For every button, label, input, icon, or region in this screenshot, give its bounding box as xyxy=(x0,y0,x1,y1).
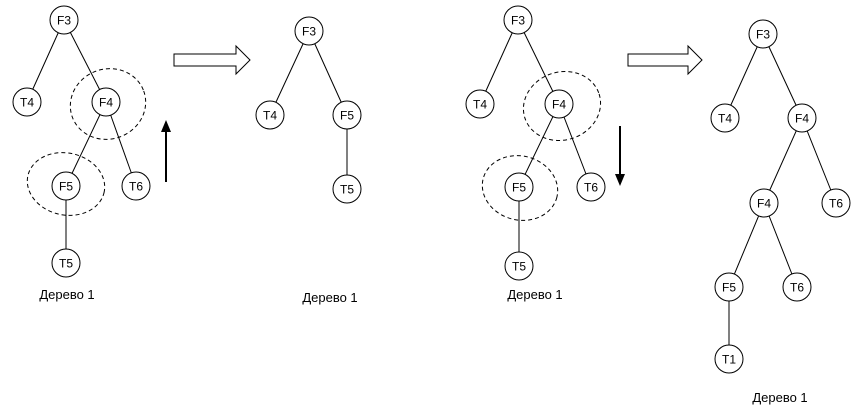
node-label: F4 xyxy=(795,112,809,126)
tree-node: T4 xyxy=(465,89,495,119)
transform-arrow-right-icon xyxy=(173,44,251,76)
tree-node: T1 xyxy=(714,344,744,374)
tree-node: F3 xyxy=(49,5,79,35)
node-label: T4 xyxy=(20,96,34,110)
tree-node: F3 xyxy=(503,5,533,35)
edge-f4-t6 xyxy=(763,202,798,288)
node-label: F3 xyxy=(511,14,525,28)
tree-node: T4 xyxy=(710,103,740,133)
tree-node: F4 xyxy=(91,87,121,117)
tree-node: T6 xyxy=(576,172,606,202)
node-label: F4 xyxy=(99,96,113,110)
edge-f3-f4 xyxy=(762,33,803,119)
edge-f3-t4 xyxy=(26,19,65,103)
edge-f3-f5 xyxy=(308,30,348,116)
tree-node: F5 xyxy=(714,272,744,302)
node-label: F5 xyxy=(340,109,354,123)
edge-f4-f4 xyxy=(763,117,803,204)
tree-node: F4 xyxy=(749,188,779,218)
edge-f4-t6 xyxy=(558,103,592,188)
node-label: F3 xyxy=(302,25,316,39)
node-label: F3 xyxy=(57,14,71,28)
edge-f4-t6 xyxy=(801,117,837,204)
node-label: F5 xyxy=(512,181,526,195)
tree-1: F3 T4 F4 F5 T6 T5 Дерево 1 xyxy=(12,5,171,302)
node-label: T5 xyxy=(340,183,354,197)
tree-node: F3 xyxy=(748,19,778,49)
arrow-down-icon xyxy=(615,126,625,186)
tree-node: T5 xyxy=(332,174,362,204)
node-label: T4 xyxy=(263,109,277,123)
tree-node: F4 xyxy=(787,103,817,133)
edge-f4-f5 xyxy=(728,202,765,288)
node-label: T6 xyxy=(829,197,843,211)
tree-node: F3 xyxy=(294,16,324,46)
node-label: T4 xyxy=(473,98,487,112)
tree-3-caption: Дерево 1 xyxy=(507,287,562,302)
tree-node: T5 xyxy=(51,248,81,278)
node-label: F5 xyxy=(722,281,736,295)
node-label: F5 xyxy=(59,180,73,194)
edge-f4-f5 xyxy=(518,103,560,188)
tree-3: F3 T4 F4 F5 T6 T5 Дерево 1 xyxy=(465,5,625,302)
tree-1-caption: Дерево 1 xyxy=(39,287,94,302)
tree-2-caption: Дерево 1 xyxy=(302,290,357,305)
node-label: T6 xyxy=(790,281,804,295)
tree-node: T6 xyxy=(782,272,812,302)
edge-f4-f5 xyxy=(65,101,107,187)
tree-1-edges xyxy=(26,19,137,263)
tree-node: T4 xyxy=(255,100,285,130)
node-label: F3 xyxy=(756,28,770,42)
edge-f3-t4 xyxy=(479,19,519,105)
highlight-ellipse-f5 xyxy=(26,152,106,216)
edge-f4-t6 xyxy=(105,101,137,187)
node-label: T1 xyxy=(722,353,736,367)
tree-node: T5 xyxy=(504,251,534,281)
tree-node: T6 xyxy=(121,171,151,201)
tree-node: T4 xyxy=(12,87,42,117)
node-label: T5 xyxy=(59,257,73,271)
node-label: T6 xyxy=(129,180,143,194)
arrow-up-icon xyxy=(161,120,171,182)
tree-4-caption: Дерево 1 xyxy=(752,390,807,405)
node-label: T6 xyxy=(584,181,598,195)
edge-f3-f4 xyxy=(63,19,107,103)
node-label: F4 xyxy=(552,98,566,112)
tree-node: T6 xyxy=(821,188,851,218)
highlight-ellipse-f4 xyxy=(69,68,147,140)
edge-f3-t4 xyxy=(724,33,764,119)
edge-f3-t4 xyxy=(269,30,310,116)
tree-node: F4 xyxy=(544,89,574,119)
tree-4: F3 T4 F4 F4 T6 F5 T6 T1 Дерево 1 xyxy=(710,19,851,405)
transform-arrow-right-icon xyxy=(627,44,703,76)
node-label: F4 xyxy=(757,197,771,211)
node-label: T4 xyxy=(718,112,732,126)
tree-node: F5 xyxy=(504,172,534,202)
tree-2: F3 T4 F5 T5 Дерево 1 xyxy=(255,16,362,305)
highlight-ellipse-f5 xyxy=(481,155,559,221)
tree-node: F5 xyxy=(332,100,362,130)
tree-node: F5 xyxy=(51,171,81,201)
edge-f3-f4 xyxy=(517,19,560,105)
node-label: T5 xyxy=(512,260,526,274)
